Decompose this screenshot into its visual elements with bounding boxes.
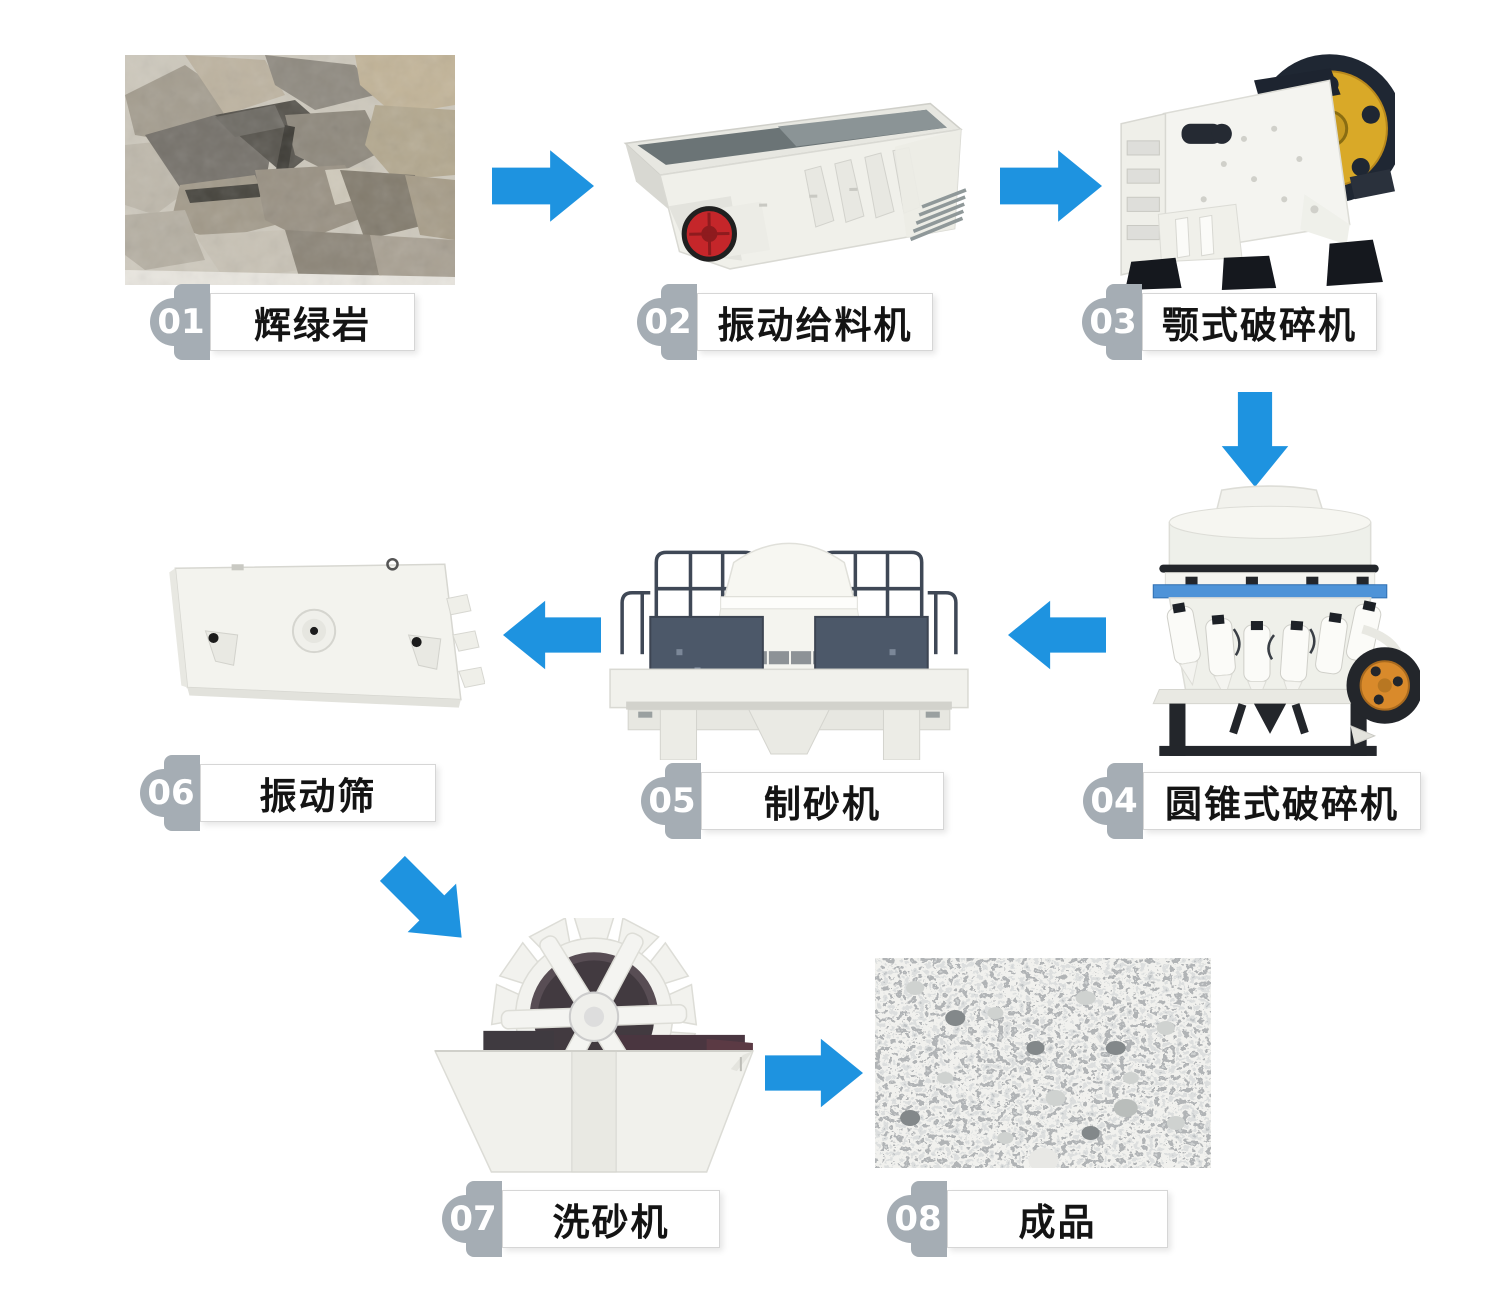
- step-label-text: 圆锥式破碎机: [1143, 772, 1421, 830]
- step-label-06: 06 振动筛: [140, 755, 436, 831]
- step-number: 03: [1089, 302, 1137, 342]
- arrow-right-icon: [1000, 150, 1102, 222]
- step-label-07: 07 洗砂机: [442, 1181, 720, 1257]
- arrow-left-icon: [503, 600, 601, 670]
- step-number: 02: [644, 302, 692, 342]
- arrow-right-icon: [765, 1038, 863, 1108]
- vibrating-feeder-image: [608, 98, 970, 280]
- step-label-text: 制砂机: [701, 772, 944, 830]
- arrow-left-icon: [1008, 600, 1106, 670]
- step-number: 01: [157, 302, 205, 342]
- step-label-text: 辉绿岩: [210, 293, 415, 351]
- arrow-diagonal-icon: [368, 844, 487, 963]
- step-label-08: 08 成品: [887, 1181, 1168, 1257]
- step-label-03: 03 颚式破碎机: [1082, 284, 1377, 360]
- vibrating-screen-image: [123, 538, 485, 740]
- step-label-04: 04 圆锥式破碎机: [1083, 763, 1421, 839]
- step-number-badge: 02: [637, 284, 697, 360]
- step-label-text: 洗砂机: [502, 1190, 720, 1248]
- step-label-text: 成品: [947, 1190, 1168, 1248]
- arrow-down-icon: [1221, 392, 1289, 487]
- step-number: 07: [449, 1199, 497, 1239]
- step-number-badge: 04: [1083, 763, 1143, 839]
- finished-product-photo: [875, 958, 1211, 1168]
- step-label-text: 颚式破碎机: [1142, 293, 1377, 351]
- step-number-badge: 05: [641, 763, 701, 839]
- step-number-badge: 06: [140, 755, 200, 831]
- arrow-right-icon: [492, 150, 594, 222]
- jaw-crusher-image: [1103, 28, 1395, 290]
- step-number-badge: 03: [1082, 284, 1142, 360]
- sand-maker-image: [598, 498, 980, 760]
- step-label-05: 05 制砂机: [641, 763, 944, 839]
- step-number-badge: 01: [150, 284, 210, 360]
- step-number: 04: [1090, 781, 1138, 821]
- cone-crusher-image: [1113, 478, 1420, 760]
- step-number: 05: [648, 781, 696, 821]
- step-label-text: 振动筛: [200, 764, 436, 822]
- step-label-02: 02 振动给料机: [637, 284, 933, 360]
- step-number-badge: 08: [887, 1181, 947, 1257]
- step-label-text: 振动给料机: [697, 293, 933, 351]
- step-label-01: 01 辉绿岩: [150, 284, 415, 360]
- step-number: 06: [147, 773, 195, 813]
- step-number: 08: [894, 1199, 942, 1239]
- diabase-rock-photo: [125, 55, 455, 285]
- step-number-badge: 07: [442, 1181, 502, 1257]
- sand-washer-image: [423, 918, 765, 1180]
